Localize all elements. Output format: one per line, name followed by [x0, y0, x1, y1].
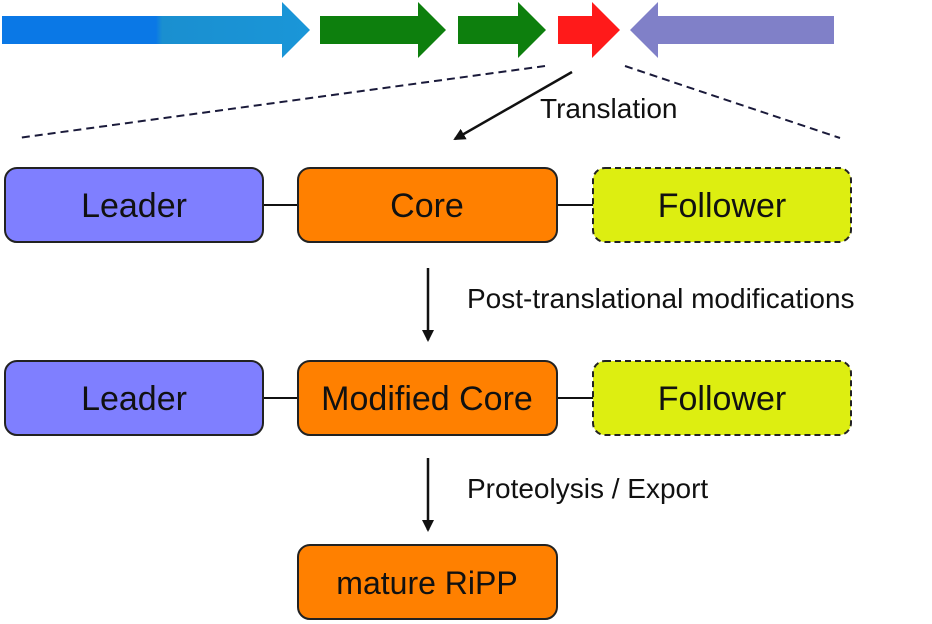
- translation-label: Translation: [540, 93, 677, 124]
- leader-box-modified: [4, 360, 264, 436]
- gene-arrow-5: [630, 2, 834, 58]
- gene-cluster: [2, 2, 834, 58]
- gene-arrow-3: [458, 2, 546, 58]
- follower-label: Follower: [658, 187, 786, 225]
- gene-arrow-1: [2, 2, 310, 58]
- core-box: [297, 167, 558, 243]
- zoom-line-left: [17, 65, 546, 139]
- modified-precursor-peptide: Leader Modified Core Follower: [4, 360, 852, 436]
- mature-ripp-label: mature RiPP: [336, 565, 517, 601]
- proteolysis-label: Proteolysis / Export: [467, 473, 708, 504]
- ptm-label: Post-translational modifications: [467, 283, 855, 314]
- leader-box: [4, 167, 264, 243]
- core-label: Core: [390, 187, 464, 225]
- modified-core-label: Modified Core: [321, 380, 533, 418]
- gene-arrow-2: [320, 2, 446, 58]
- follower-label-modified: Follower: [658, 380, 786, 418]
- precursor-gene-arrow: [558, 2, 620, 58]
- translation-arrow: [453, 70, 573, 141]
- modified-core-box: [297, 360, 558, 436]
- leader-label: Leader: [81, 187, 187, 225]
- follower-box-modified: [592, 360, 852, 436]
- leader-label-modified: Leader: [81, 380, 187, 418]
- mature-ripp-box: [297, 544, 558, 620]
- zoom-line-right: [624, 65, 841, 139]
- follower-box: [592, 167, 852, 243]
- precursor-peptide: Leader Core Follower: [4, 167, 852, 243]
